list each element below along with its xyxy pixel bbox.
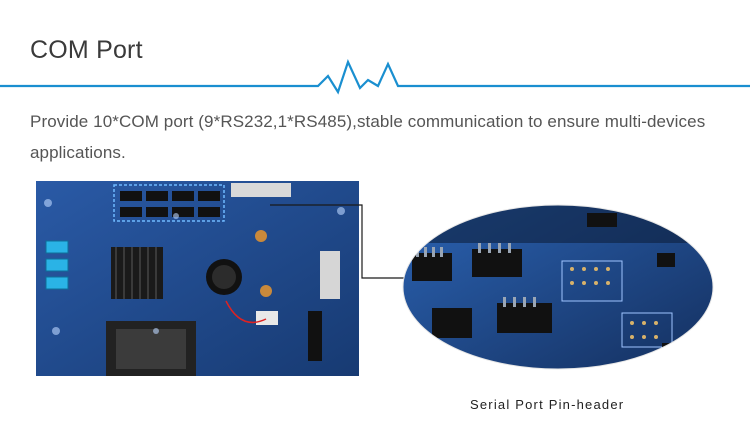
motherboard-image [36, 181, 359, 376]
page-title: COM Port [30, 36, 143, 64]
zoomed-serial-header-image [402, 204, 714, 370]
description-text: Provide 10*COM port (9*RS232,1*RS485),st… [30, 112, 706, 162]
heartbeat-line-icon [0, 59, 750, 95]
image-caption: Serial Port Pin-header [470, 397, 625, 412]
